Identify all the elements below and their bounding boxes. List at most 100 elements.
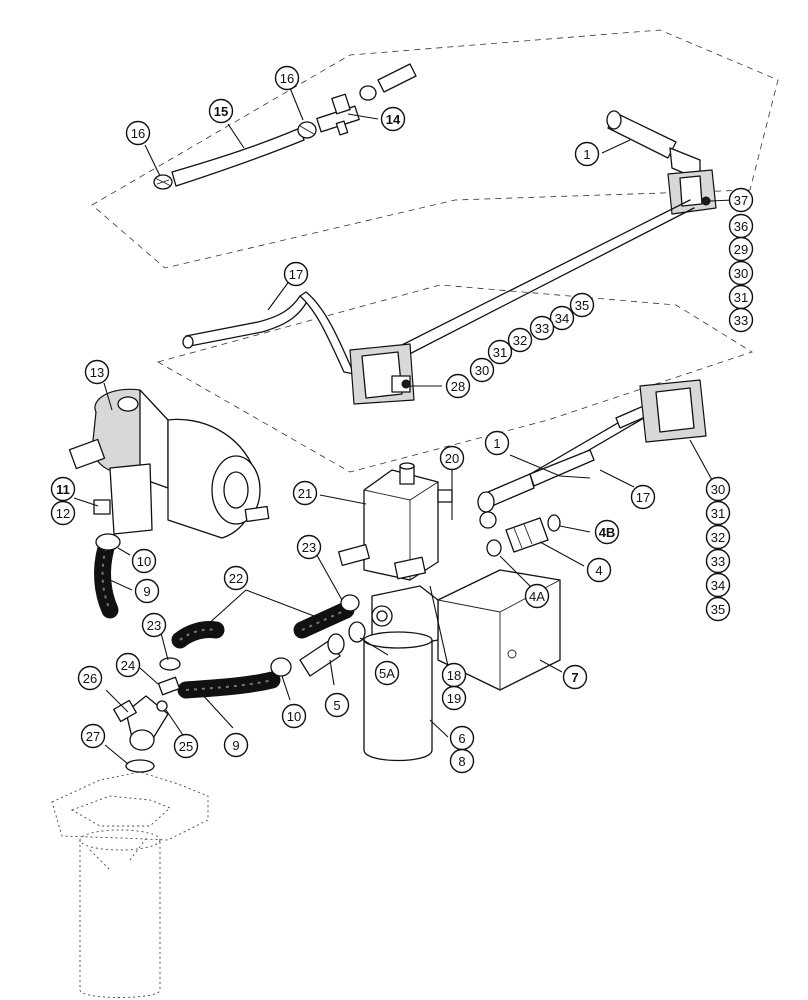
middle-right-bracket <box>639 379 707 443</box>
callout-number: 31 <box>711 506 725 521</box>
callout-13: 13 <box>84 359 110 385</box>
callout-circle <box>141 612 167 638</box>
hose-9-left <box>94 539 119 619</box>
callout-number: 30 <box>734 266 748 281</box>
callout-32: 32 <box>705 524 731 550</box>
callout-circle <box>223 565 249 591</box>
callout-number: 34 <box>711 578 725 593</box>
callout-circle <box>84 359 110 385</box>
callout-number: 33 <box>535 321 549 336</box>
callout-number: 20 <box>445 451 459 466</box>
leader-lines <box>73 87 734 765</box>
callout-number: 10 <box>137 554 151 569</box>
callout-number: 31 <box>493 345 507 360</box>
callout-20: 20 <box>439 445 465 471</box>
callout-30: 30 <box>469 357 495 383</box>
callout-number: 13 <box>90 365 104 380</box>
callout-33: 33 <box>728 307 754 333</box>
callout-11: 11 <box>50 476 76 502</box>
callout-17: 17 <box>283 261 309 287</box>
callout-number: 5A <box>379 666 395 681</box>
callout-number: 34 <box>555 311 569 326</box>
callout-14: 14 <box>380 106 406 132</box>
filter-6 <box>363 631 433 762</box>
callout-circle <box>705 500 731 526</box>
callout-33: 33 <box>705 548 731 574</box>
callout-circle <box>469 357 495 383</box>
callout-circle <box>484 430 510 456</box>
callout-circle <box>728 307 754 333</box>
callout-number: 23 <box>302 540 316 555</box>
callout-number: 23 <box>147 618 161 633</box>
callout-number: 16 <box>131 126 145 141</box>
callout-28: 28 <box>445 373 471 399</box>
callout-circle <box>283 261 309 287</box>
callout-9: 9 <box>223 732 249 758</box>
steering-arm-17 <box>182 291 355 375</box>
callout-number: 10 <box>287 709 301 724</box>
callout-circle <box>705 476 731 502</box>
fitting-4 <box>486 514 561 557</box>
hose-22-short <box>171 621 225 649</box>
callout-circle <box>524 583 550 609</box>
callout-number: 32 <box>513 333 527 348</box>
callout-34: 34 <box>705 572 731 598</box>
callout-number: 7 <box>571 670 578 685</box>
callout-34: 34 <box>549 305 575 331</box>
callout-4a: 4A <box>524 583 550 609</box>
phantom-filter-assembly <box>51 771 209 998</box>
callout-circle <box>487 339 513 365</box>
clamp-23-lower <box>159 657 181 671</box>
callout-number: 33 <box>711 554 725 569</box>
oring-5A <box>348 621 366 643</box>
callout-5a: 5A <box>374 660 400 686</box>
upper-phantom-panel <box>91 29 779 269</box>
callout-circle <box>549 305 575 331</box>
callout-18: 18 <box>441 662 467 688</box>
callout-circle <box>728 236 754 262</box>
clamp-16-left <box>153 174 173 190</box>
callout-circle <box>134 578 160 604</box>
callout-number: 11 <box>56 482 70 497</box>
callout-circle <box>50 500 76 526</box>
callout-8: 8 <box>449 748 475 774</box>
callout-number: 1 <box>583 147 590 162</box>
callout-31: 31 <box>728 284 754 310</box>
callout-number: 4A <box>529 589 545 604</box>
callout-number: 9 <box>232 738 239 753</box>
callout-circle <box>705 572 731 598</box>
hose-fitting-1-lower <box>477 449 595 529</box>
callout-circle <box>569 292 595 318</box>
tee-fitting-14 <box>316 63 417 136</box>
callout-circle <box>574 141 600 167</box>
callout-1: 1 <box>574 141 600 167</box>
callout-circle <box>324 692 350 718</box>
callout-circle <box>50 476 76 502</box>
callout-layer: 1615161413736293031331735343332313028131… <box>50 65 754 774</box>
callout-number: 25 <box>179 739 193 754</box>
callout-number: 37 <box>734 193 748 208</box>
callout-circle <box>507 327 533 353</box>
callout-circle <box>594 519 620 545</box>
callout-circle <box>281 703 307 729</box>
callout-circle <box>441 685 467 711</box>
pump-13 <box>68 388 270 539</box>
callout-22: 22 <box>223 565 249 591</box>
callout-33: 33 <box>529 315 555 341</box>
callout-circle <box>131 548 157 574</box>
callout-4: 4 <box>586 557 612 583</box>
callout-23: 23 <box>296 534 322 560</box>
callout-number: 4 <box>595 563 602 578</box>
callout-21: 21 <box>292 480 318 506</box>
callout-circle <box>296 534 322 560</box>
clamp-16-right <box>297 121 317 139</box>
callout-number: 16 <box>280 71 294 86</box>
callout-number: 36 <box>734 219 748 234</box>
callout-30: 30 <box>705 476 731 502</box>
callout-circle <box>705 548 731 574</box>
callout-7: 7 <box>562 664 588 690</box>
callout-number: 33 <box>734 313 748 328</box>
callout-circle <box>439 445 465 471</box>
